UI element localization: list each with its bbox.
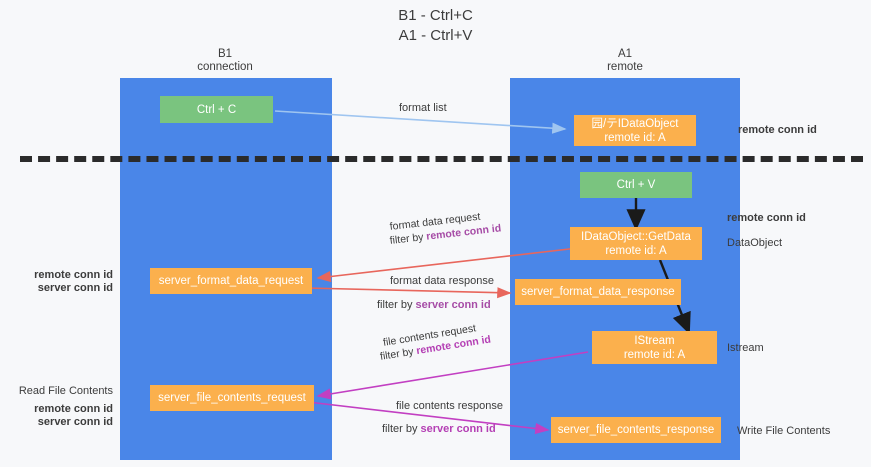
node-server-file-contents-request-label: server_file_contents_request [158, 392, 306, 404]
title-line-2: A1 - Ctrl+V [398, 27, 473, 44]
node-istream[interactable]: IStream remote id: A [592, 331, 717, 364]
node-server-format-data-request[interactable]: server_format_data_request [150, 268, 312, 294]
column-header-b1-name: B1 [217, 48, 233, 60]
node-server-file-contents-request[interactable]: server_file_contents_request [150, 385, 314, 411]
node-server-format-data-response[interactable]: server_format_data_response [515, 279, 681, 305]
node-istream-remote-id: remote id: A [623, 348, 686, 361]
node-server-format-data-response-label: server_format_data_response [521, 286, 675, 298]
column-header-a1-name: A1 [617, 48, 633, 60]
label-format-data-request-filter-prefix: filter by [389, 230, 428, 247]
side-label-read-file-contents: Read File Contents [18, 385, 113, 397]
side-label-istream: Istream [727, 342, 764, 354]
label-format-data-response-filter-key: server conn id [415, 299, 491, 311]
side-label-left-server-conn-id: server conn id [37, 282, 113, 294]
node-server-format-data-request-label: server_format_data_request [158, 275, 304, 287]
node-ctrl-v[interactable]: Ctrl + V [580, 172, 692, 198]
node-idataobject-top-remote-id: remote id: A [604, 131, 666, 144]
node-ctrl-c-label: Ctrl + C [196, 103, 237, 116]
node-getdata-label: IDataObject::GetData [581, 230, 691, 243]
side-label-left-bottom-remote-conn-id: remote conn id [34, 403, 113, 415]
node-istream-label: IStream [634, 334, 675, 347]
label-file-contents-response-filter-prefix: filter by [382, 423, 421, 435]
label-file-contents-response: file contents response [396, 400, 504, 412]
node-server-file-contents-response[interactable]: server_file_contents_response [551, 417, 721, 443]
side-label-remote-conn-id-top: remote conn id [738, 124, 817, 136]
node-idataobject-top-label: 园/テIDataObject [591, 117, 679, 130]
side-label-remote-conn-id-mid: remote conn id [727, 212, 806, 224]
column-header-a1: A1 remote [510, 48, 740, 74]
label-format-list: format list [399, 102, 447, 114]
label-file-contents-response-filter-key: server conn id [420, 423, 496, 435]
node-ctrl-v-label: Ctrl + V [616, 179, 656, 191]
label-file-contents-response-filter: filter by server conn id [382, 422, 496, 436]
title-line-1: B1 - Ctrl+C [398, 7, 473, 24]
label-format-data-response-filter-prefix: filter by [377, 299, 416, 311]
node-getdata-remote-id: remote id: A [605, 244, 667, 257]
node-ctrl-c[interactable]: Ctrl + C [160, 96, 273, 123]
node-server-file-contents-response-label: server_file_contents_response [557, 424, 715, 436]
section-divider [20, 156, 863, 162]
side-label-left-remote-conn-id: remote conn id [34, 269, 113, 281]
column-header-a1-role: remote [607, 61, 643, 73]
arrow-format-data-response [305, 287, 512, 299]
column-header-b1-role: connection [197, 61, 253, 73]
node-idataobject-top[interactable]: 园/テIDataObject remote id: A [574, 115, 696, 146]
label-format-data-response: format data response [390, 275, 494, 287]
node-idataobject-getdata[interactable]: IDataObject::GetData remote id: A [570, 227, 702, 260]
label-format-data-response-filter: filter by server conn id [377, 298, 491, 312]
side-label-dataobject: DataObject [727, 237, 783, 249]
page-title: B1 - Ctrl+C A1 - Ctrl+V [0, 6, 871, 46]
column-header-b1: B1 connection [120, 48, 330, 74]
side-label-write-file-contents: Write File Contents [737, 425, 831, 437]
side-label-left-bottom-server-conn-id: server conn id [37, 416, 113, 428]
